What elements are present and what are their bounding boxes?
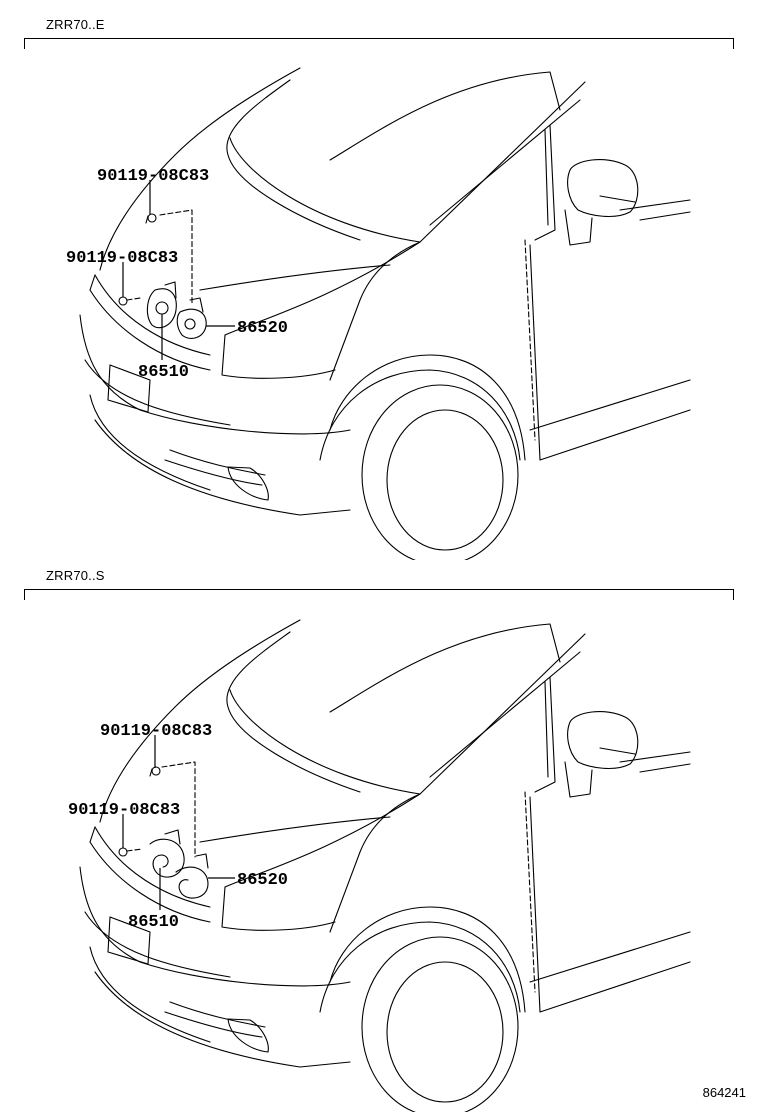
part-number-horn-high-e: 86520 — [237, 319, 288, 338]
part-number-horn-low-e: 86510 — [138, 363, 189, 382]
part-number-horn-high-s: 86520 — [237, 871, 288, 890]
car-front-horn-illustration-e: 90119-08C83 90119-08C83 86520 86510 — [66, 67, 691, 560]
part-number-bolt-upper-s: 90119-08C83 — [100, 722, 212, 741]
diagram-zrr70-s: 90119-08C83 90119-08C83 86520 86510 — [0, 572, 760, 1112]
section-label-e: ZRR70..E — [46, 17, 105, 32]
part-number-bolt-lower-e: 90119-08C83 — [66, 249, 178, 268]
car-front-horn-illustration-s: 90119-08C83 90119-08C83 86520 86510 — [68, 619, 691, 1112]
figure-id: 864241 — [702, 1085, 746, 1100]
diagram-zrr70-e: 90119-08C83 90119-08C83 86520 86510 — [0, 20, 760, 560]
section-divider-e — [24, 38, 734, 49]
part-number-bolt-upper-e: 90119-08C83 — [97, 167, 209, 186]
section-divider-s — [24, 589, 734, 600]
section-label-s: ZRR70..S — [46, 568, 105, 583]
part-number-bolt-lower-s: 90119-08C83 — [68, 801, 180, 820]
part-number-horn-low-s: 86510 — [128, 913, 179, 932]
